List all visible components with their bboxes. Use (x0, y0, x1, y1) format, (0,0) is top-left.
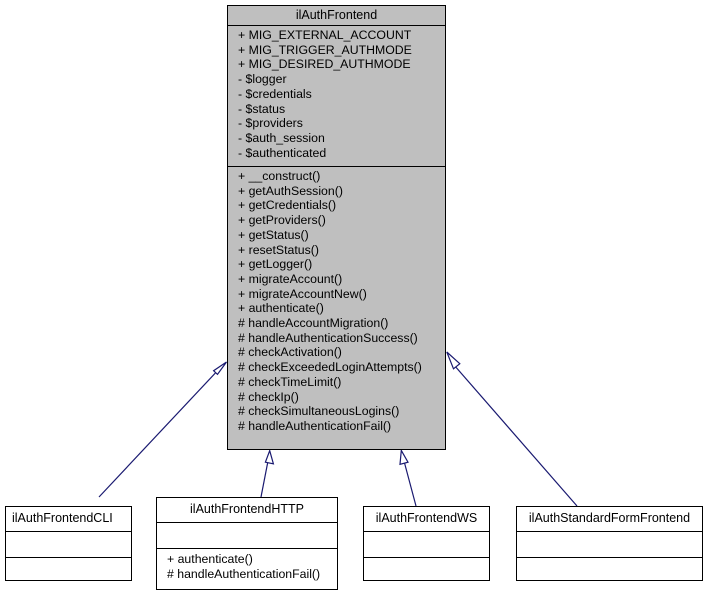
attribute: - $authenticated (238, 145, 327, 160)
operation: + getAuthSession() (238, 183, 343, 198)
attribute-list (157, 523, 337, 548)
inheritance-edge-standardform (453, 364, 578, 507)
operation: + resetStatus() (238, 242, 319, 257)
attribute-list (517, 532, 702, 557)
operation: + migrateAccountNew() (238, 286, 367, 301)
attribute-list (364, 532, 489, 557)
inheritance-arrowhead-cli (212, 361, 227, 376)
operation: + __construct() (238, 169, 321, 183)
class-box-ilauthfrontendhttp[interactable]: ilAuthFrontendHTTP + authenticate() # ha… (156, 497, 338, 590)
attribute: + MIG_EXTERNAL_ACCOUNT (238, 28, 412, 42)
attribute-list: + MIG_EXTERNAL_ACCOUNT + MIG_TRIGGER_AUT… (228, 26, 445, 166)
operation: # checkTimeLimit() (238, 374, 342, 389)
inheritance-edge-ws (403, 460, 417, 507)
attribute: - $credentials (238, 86, 312, 101)
class-name: ilAuthFrontendWS (364, 507, 489, 532)
operation: + authenticate() (167, 552, 253, 566)
class-box-ilauthfrontend[interactable]: ilAuthFrontend + MIG_EXTERNAL_ACCOUNT + … (227, 5, 446, 450)
operation-list (517, 557, 702, 580)
operation: # checkSimultaneousLogins() (238, 404, 400, 419)
class-box-ilauthfrontendcli[interactable]: ilAuthFrontendCLI (5, 506, 132, 581)
operation-list: + __construct() + getAuthSession() + get… (228, 166, 445, 437)
operation: # checkIp() (238, 389, 299, 404)
operation-list: + authenticate() # handleAuthenticationF… (157, 548, 337, 584)
inheritance-arrowhead-http (264, 448, 275, 465)
inheritance-edge-cli (98, 366, 222, 498)
attribute: + MIG_DESIRED_AUTHMODE (238, 57, 411, 72)
operation: + migrateAccount() (238, 271, 343, 286)
class-box-ilauthstandardformfrontend[interactable]: ilAuthStandardFormFrontend (516, 506, 703, 581)
class-name: ilAuthFrontendCLI (6, 507, 131, 532)
operation: # handleAccountMigration() (238, 316, 389, 331)
class-name: ilAuthStandardFormFrontend (517, 507, 702, 532)
operation-list (364, 557, 489, 580)
class-name: ilAuthFrontend (228, 6, 445, 26)
operation: # checkExceededLoginAttempts() (238, 360, 422, 375)
class-box-ilauthfrontendws[interactable]: ilAuthFrontendWS (363, 506, 490, 581)
attribute-list (6, 532, 131, 557)
attribute: - $providers (238, 116, 303, 131)
attribute: - $status (238, 101, 286, 116)
operation-list (6, 557, 131, 580)
inheritance-arrowhead-standardform (446, 351, 461, 370)
inheritance-arrowhead-ws (399, 448, 409, 466)
operation: # handleAuthenticationSuccess() (238, 330, 418, 345)
attribute: - $logger (238, 72, 287, 87)
class-name: ilAuthFrontendHTTP (157, 498, 337, 523)
operation: + getProviders() (238, 213, 326, 228)
attribute: - $auth_session (238, 130, 325, 145)
operation: # handleAuthenticationFail() (167, 566, 321, 581)
operation: + getCredentials() (238, 198, 337, 213)
operation: + authenticate() (238, 301, 324, 316)
operation: # checkActivation() (238, 345, 342, 360)
operation: # handleAuthenticationFail() (238, 418, 392, 433)
operation: + getStatus() (238, 227, 309, 242)
operation: + getLogger() (238, 257, 313, 272)
attribute: + MIG_TRIGGER_AUTHMODE (238, 42, 412, 57)
inheritance-edge-http (260, 460, 269, 498)
